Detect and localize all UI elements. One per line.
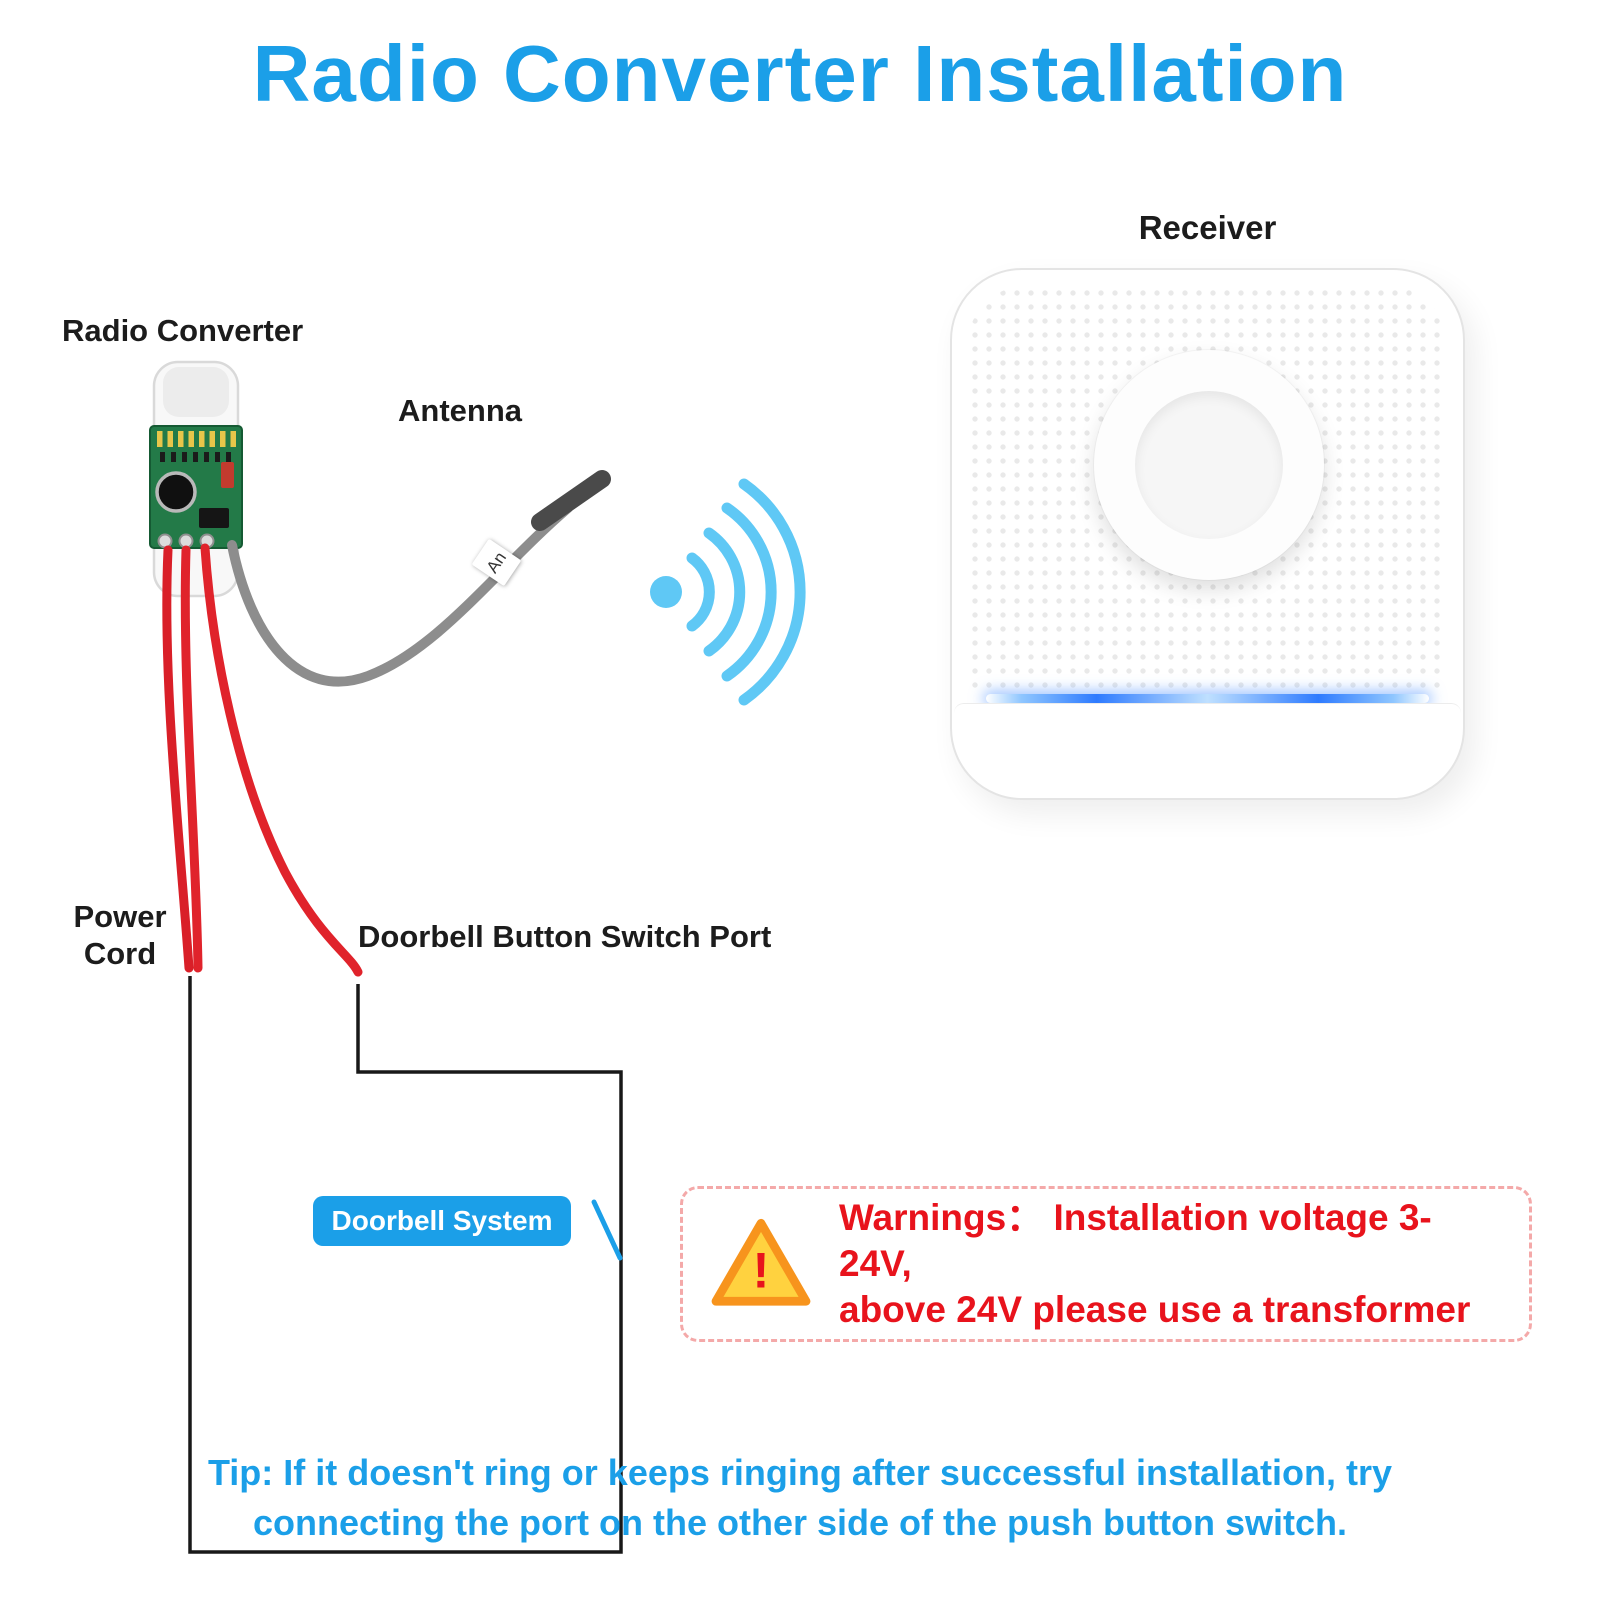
pcb-capacitor: [155, 471, 197, 513]
radio-converter-label: Radio Converter: [62, 313, 304, 348]
warning-exclamation: !: [753, 1242, 770, 1298]
warning-line-1: Warnings： Installation voltage 3-24V,: [839, 1196, 1432, 1284]
warning-line-2: above 24V please use a transformer: [839, 1289, 1471, 1331]
tip-line-1: Tip: If it doesn't ring or keeps ringing…: [207, 1452, 1393, 1493]
antenna-tip: [531, 470, 611, 531]
receiver-button-ring: [1094, 350, 1324, 580]
receiver-led-strip: [986, 694, 1429, 703]
receiver-button-center: [1135, 391, 1283, 539]
doorbell-system-badge: Doorbell System: [313, 1196, 571, 1246]
antenna-label: Antenna: [398, 393, 522, 428]
tip-text: Tip: If it doesn't ring or keeps ringing…: [0, 1448, 1600, 1549]
tip-line-2: connecting the port on the other side of…: [253, 1502, 1347, 1544]
pcb-pin-header: [157, 431, 236, 447]
radio-converter-device: [149, 360, 243, 598]
receiver-bottom-panel: [954, 703, 1461, 796]
pcb-chip: [199, 508, 229, 528]
pcb-pin-row: [160, 452, 231, 462]
pcb-solder-pad: [157, 533, 173, 549]
doorbell-badge-leader-line: [591, 1199, 623, 1261]
receiver-device: [950, 268, 1465, 800]
doorbell-port-label: Doorbell Button Switch Port: [358, 919, 772, 954]
warning-triangle-icon: !: [711, 1218, 811, 1306]
antenna-tag-label: An: [471, 538, 522, 587]
warning-text: Warnings： Installation voltage 3-24V, ab…: [839, 1195, 1503, 1334]
pcb-component-red: [221, 462, 234, 488]
page-title: Radio Converter Installation: [252, 29, 1348, 118]
pcb-solder-pad: [199, 533, 215, 549]
antenna-wire: [227, 470, 611, 687]
wifi-signal-icon: [650, 478, 806, 706]
pcb-solder-pad: [178, 533, 194, 549]
warning-box: ! Warnings： Installation voltage 3-24V, …: [680, 1186, 1532, 1342]
power-wires: [162, 543, 363, 977]
receiver-label: Receiver: [1138, 209, 1277, 246]
power-cord-label: Power Cord: [73, 899, 167, 972]
